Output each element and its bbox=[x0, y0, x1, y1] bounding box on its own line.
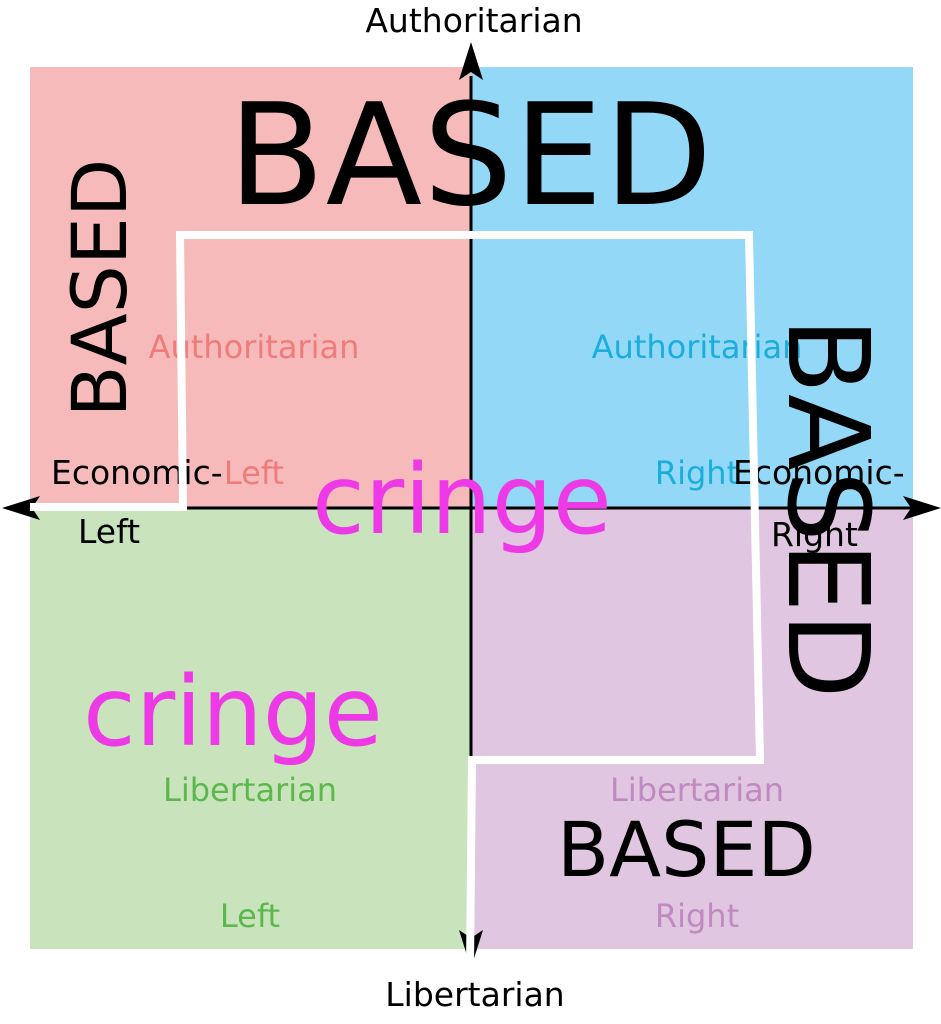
label-authoritarian-right: Authoritarian Right bbox=[583, 242, 811, 536]
arrow-right-icon bbox=[903, 496, 941, 520]
label-libertarian-right: Libertarian Right bbox=[590, 685, 804, 979]
axis-label-economic-right-line2: Right bbox=[771, 515, 858, 554]
quadrant-authoritarian-left bbox=[30, 67, 471, 508]
label-libertarian-left-line1: Libertarian bbox=[163, 771, 337, 809]
axis-label-libertarian: Libertarian bbox=[385, 975, 565, 1014]
label-authoritarian-right-line2: Right bbox=[654, 454, 740, 492]
cringe-text-center: cringe bbox=[312, 444, 612, 556]
label-libertarian-right-line1: Libertarian bbox=[610, 771, 784, 809]
based-text-bottom-right: BASED bbox=[557, 805, 816, 894]
label-authoritarian-right-line1: Authoritarian bbox=[591, 328, 803, 366]
quadrant-libertarian-right bbox=[471, 508, 913, 949]
based-boundary-line bbox=[30, 231, 765, 969]
label-libertarian-left-line2: Left bbox=[219, 897, 281, 935]
label-libertarian-right-line2: Right bbox=[654, 897, 740, 935]
based-text-top: BASED bbox=[228, 74, 714, 238]
quadrant-authoritarian-right bbox=[471, 67, 913, 508]
based-text-left: BASED bbox=[55, 158, 144, 418]
arrow-left-icon bbox=[2, 496, 40, 520]
axis-label-economic-left-line2: Left bbox=[78, 512, 141, 551]
quadrant-libertarian-left bbox=[30, 508, 471, 949]
axis-label-economic-right-line1: Economic- bbox=[733, 453, 905, 492]
axis-label-economic-left-line1: Economic- bbox=[51, 453, 223, 492]
arrow-up-icon bbox=[459, 42, 483, 80]
label-authoritarian-left-line2: Left bbox=[223, 454, 285, 492]
axis-label-authoritarian: Authoritarian bbox=[365, 1, 583, 40]
based-text-right: BASED bbox=[762, 317, 892, 699]
cringe-text-lower-left: cringe bbox=[83, 656, 383, 768]
label-libertarian-left: Libertarian Left bbox=[140, 685, 360, 979]
